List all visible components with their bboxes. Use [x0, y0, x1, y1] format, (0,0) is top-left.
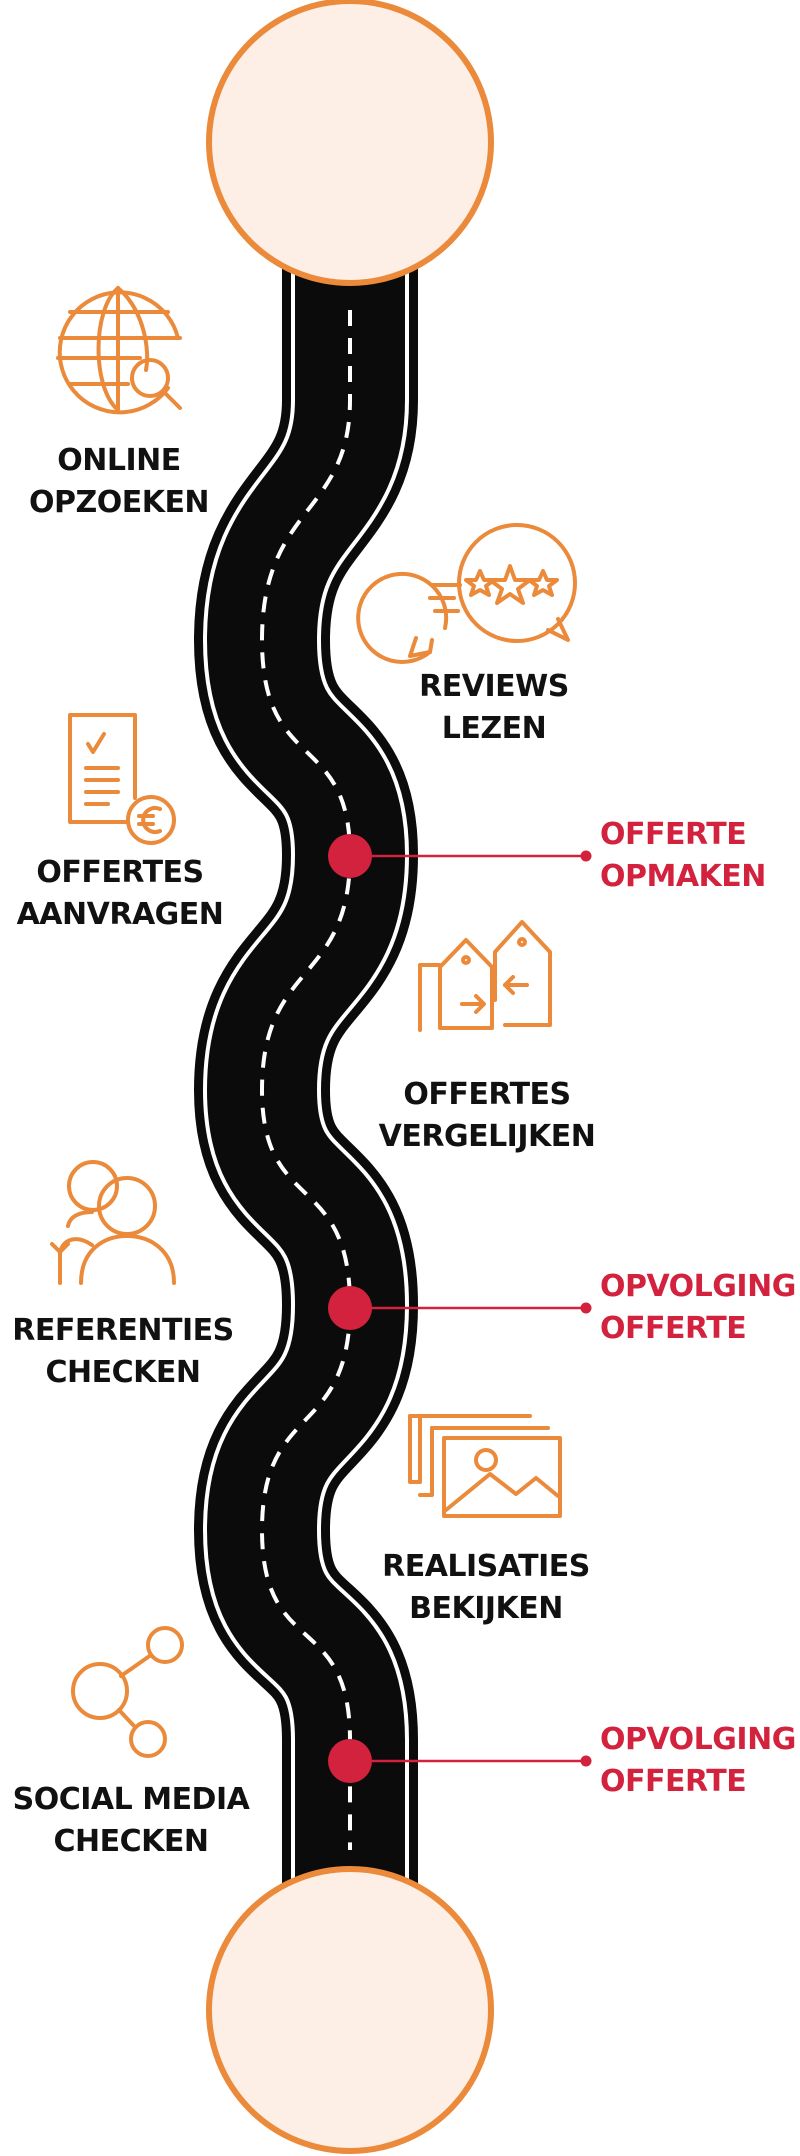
step-label-line2: AANVRAGEN	[16, 897, 224, 932]
milestone-label-line2: OFFERTE	[600, 1764, 747, 1799]
start-circle	[206, 0, 494, 286]
milestone-label-2: OPVOLGING OFFERTE	[600, 1266, 796, 1350]
step-label-line2: LEZEN	[441, 711, 547, 746]
step-label-line2: BEKIJKEN	[409, 1591, 563, 1626]
end-circle	[206, 1866, 494, 2154]
step-label-line1: REVIEWS	[419, 669, 569, 704]
step-label-line1: OFFERTES	[36, 855, 204, 890]
step-label-realisaties-bekijken: REALISATIES BEKIJKEN	[382, 1546, 590, 1630]
step-label-line2: OPZOEKEN	[28, 485, 210, 520]
step-label-line2: VERGELIJKEN	[378, 1119, 596, 1154]
price-tags-compare-icon	[418, 920, 552, 1032]
step-label-line1: REALISATIES	[382, 1549, 590, 1584]
winding-road	[193, 250, 419, 1900]
milestone-end-dot	[580, 1755, 592, 1767]
milestone-label-line2: OPMAKEN	[600, 859, 766, 894]
step-label-reviews-lezen: REVIEWS LEZEN	[419, 666, 569, 750]
step-label-social-media-checken: SOCIAL MEDIA CHECKEN	[13, 1779, 250, 1863]
milestone-3	[328, 1739, 592, 1783]
milestone-label-line1: OFFERTE	[600, 817, 747, 852]
step-label-online-opzoeken: ONLINE OPZOEKEN	[28, 440, 210, 524]
milestone-label-line2: OFFERTE	[600, 1311, 747, 1346]
road-center-dashed-line	[259, 310, 353, 1850]
milestone-label-3: OPVOLGING OFFERTE	[600, 1719, 796, 1803]
step-label-line2: CHECKEN	[53, 1824, 209, 1859]
milestone-marker	[328, 1739, 372, 1783]
milestone-2	[328, 1286, 592, 1330]
quote-document-euro-icon	[68, 713, 176, 845]
step-label-offertes-aanvragen: OFFERTES AANVRAGEN	[17, 852, 224, 936]
road-asphalt	[206, 250, 406, 1900]
step-label-referenties-checken: REFERENTIES CHECKEN	[12, 1310, 234, 1394]
milestone-end-dot	[580, 1302, 592, 1314]
milestone-label-line1: OPVOLGING	[600, 1722, 796, 1757]
step-label-line1: REFERENTIES	[12, 1313, 234, 1348]
step-label-line2: CHECKEN	[45, 1355, 201, 1390]
photo-gallery-icon	[408, 1414, 562, 1518]
milestone-label-1: OFFERTE OPMAKEN	[600, 814, 766, 898]
people-reference-icon	[50, 1160, 176, 1285]
step-label-offertes-vergelijken: OFFERTES VERGELIJKEN	[379, 1074, 596, 1158]
share-network-icon	[71, 1626, 184, 1758]
step-label-line1: OFFERTES	[403, 1077, 571, 1112]
milestone-marker	[328, 1286, 372, 1330]
milestone-label-line1: OPVOLGING	[600, 1269, 796, 1304]
milestone-end-dot	[580, 850, 592, 862]
milestone-marker	[328, 834, 372, 878]
review-stars-icon	[356, 523, 577, 664]
step-label-line1: ONLINE	[57, 443, 181, 478]
globe-search-icon	[56, 286, 182, 415]
milestone-1	[328, 834, 592, 878]
step-label-line1: SOCIAL MEDIA	[12, 1782, 250, 1817]
